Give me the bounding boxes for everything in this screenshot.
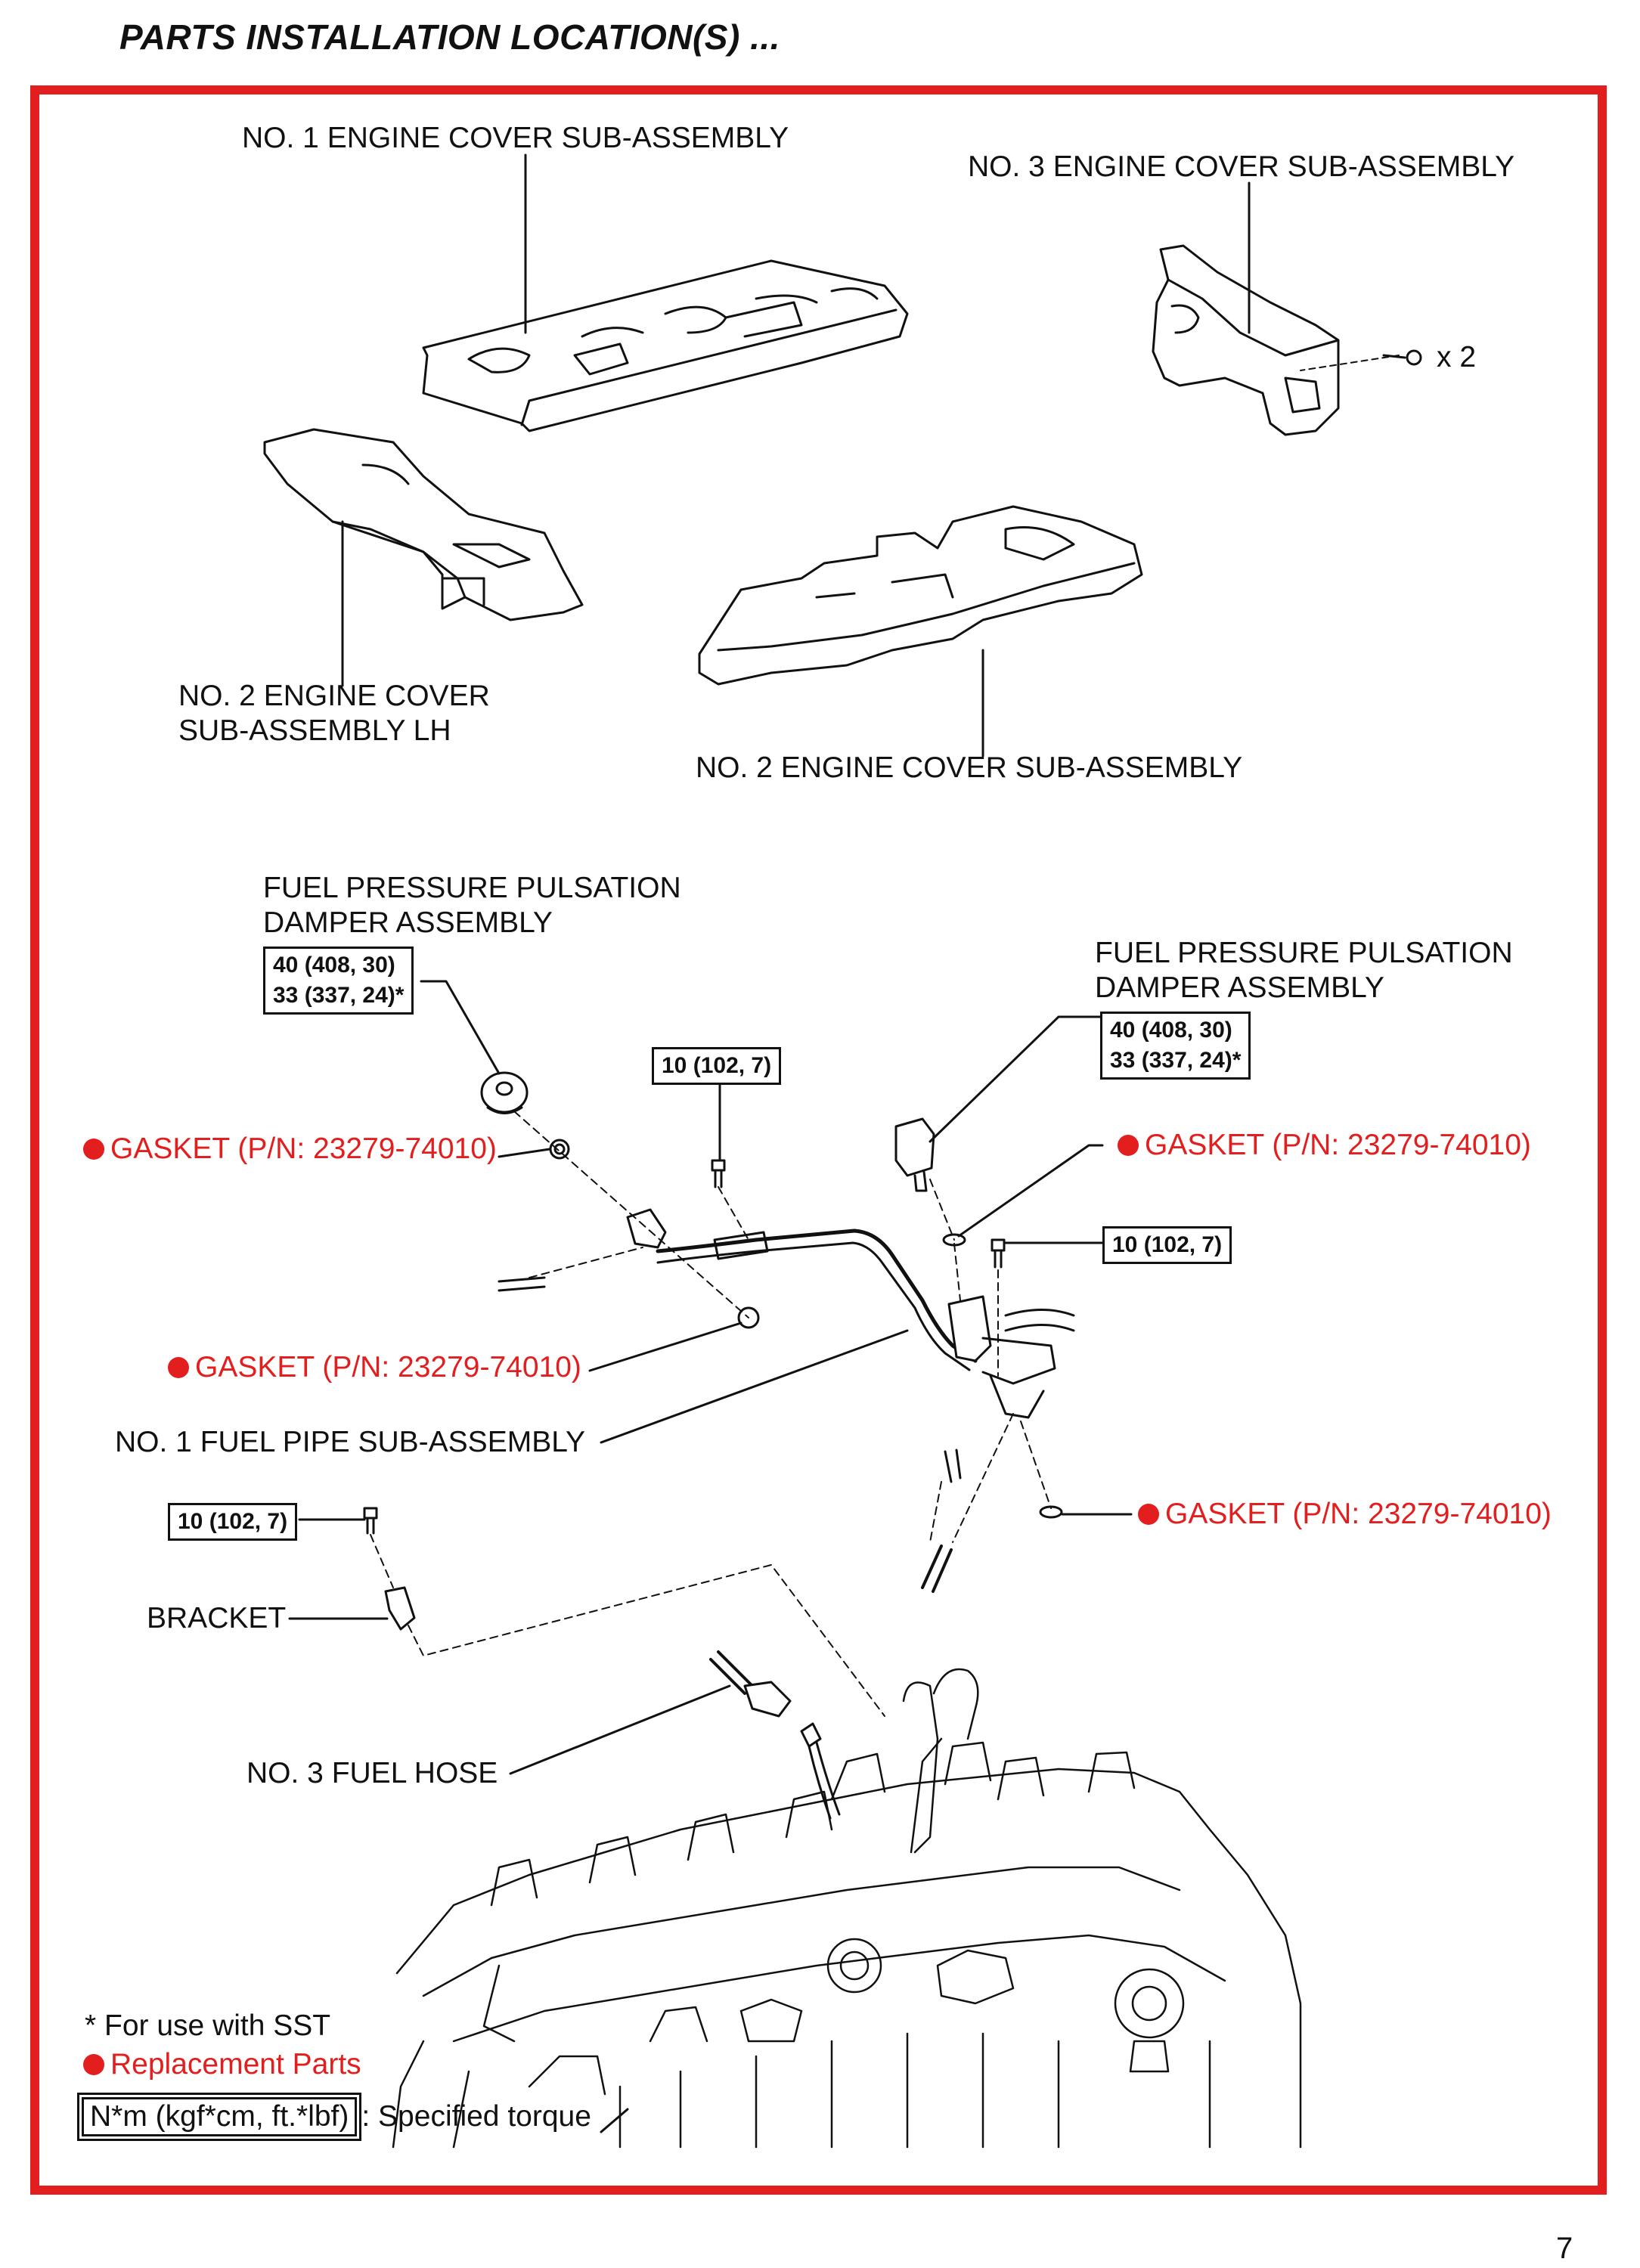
legend-replacement: Replacement Parts <box>83 2047 361 2082</box>
legend-sst: * For use with SST <box>85 2009 331 2042</box>
label-damper-left-line1: FUEL PRESSURE PULSATION <box>263 872 681 904</box>
legend-torque-units: N*m (kgf*cm, ft.*lbf) <box>82 2097 358 2136</box>
page-title: PARTS INSTALLATION LOCATION(S) ... <box>119 17 780 57</box>
engine-block-drawing <box>392 1668 1302 2149</box>
label-engine-cover-2-lh-line2: SUB-ASSEMBLY LH <box>178 714 451 747</box>
torque-damper-right-sst: 33 (337, 24)* <box>1110 1048 1242 1073</box>
replacement-dot-icon <box>83 1139 104 1160</box>
label-engine-cover-1: NO. 1 ENGINE COVER SUB-ASSEMBLY <box>242 122 789 154</box>
engine-cover-3-drawing <box>1152 244 1422 436</box>
engine-cover-1-drawing <box>422 259 909 432</box>
label-gasket-pipe-right: GASKET (P/N: 23279-74010) <box>1138 1497 1552 1532</box>
label-engine-cover-2: NO. 2 ENGINE COVER SUB-ASSEMBLY <box>696 751 1243 784</box>
torque-bolt-left: 10 (102, 7) <box>168 1503 298 1541</box>
replacement-dot-icon <box>1138 1504 1159 1525</box>
label-cover-3-qty: x 2 <box>1437 341 1477 373</box>
label-damper-left-line2: DAMPER ASSEMBLY <box>263 906 553 939</box>
page-number: 7 <box>1556 2232 1573 2265</box>
fuel-damper-right-drawing <box>894 1117 1063 1519</box>
label-gasket-right-damper: GASKET (P/N: 23279-74010) <box>1118 1128 1531 1163</box>
engine-cover-2-lh-drawing <box>263 428 584 621</box>
torque-bolt-right: 10 (102, 7) <box>1102 1226 1232 1264</box>
legend-torque: N*m (kgf*cm, ft.*lbf): Specified torque <box>82 2097 591 2136</box>
replacement-dot-icon <box>1118 1135 1139 1156</box>
label-gasket-pipe-left: GASKET (P/N: 23279-74010) <box>168 1350 581 1385</box>
torque-damper-right: 40 (408, 30) 33 (337, 24)* <box>1100 1012 1251 1080</box>
replacement-dot-icon <box>168 1357 189 1378</box>
fuel-pipe-drawing <box>498 1208 1075 1593</box>
torque-damper-left-sst: 33 (337, 24)* <box>273 983 405 1008</box>
label-bracket: BRACKET <box>147 1602 287 1634</box>
engine-cover-2-drawing <box>698 505 1143 686</box>
label-fuel-pipe: NO. 1 FUEL PIPE SUB-ASSEMBLY <box>115 1426 586 1458</box>
torque-damper-right-std: 40 (408, 30) <box>1110 1018 1232 1043</box>
label-engine-cover-2-lh-line1: NO. 2 ENGINE COVER <box>178 680 490 712</box>
bolts-drawing <box>363 1159 1006 1631</box>
replacement-dot-icon <box>83 2054 104 2075</box>
label-engine-cover-3: NO. 3 ENGINE COVER SUB-ASSEMBLY <box>968 150 1515 183</box>
label-damper-right-line2: DAMPER ASSEMBLY <box>1095 971 1384 1004</box>
legend-torque-desc: : Specified torque <box>361 2100 591 2133</box>
torque-damper-left-std: 40 (408, 30) <box>273 953 395 978</box>
label-damper-right-line1: FUEL PRESSURE PULSATION <box>1095 937 1513 969</box>
torque-damper-left: 40 (408, 30) 33 (337, 24)* <box>263 947 414 1015</box>
fuel-hose-drawing <box>709 1650 841 1820</box>
label-fuel-hose: NO. 3 FUEL HOSE <box>246 1757 498 1789</box>
torque-bolt-center: 10 (102, 7) <box>652 1047 782 1085</box>
label-gasket-left-damper: GASKET (P/N: 23279-74010) <box>83 1132 497 1167</box>
